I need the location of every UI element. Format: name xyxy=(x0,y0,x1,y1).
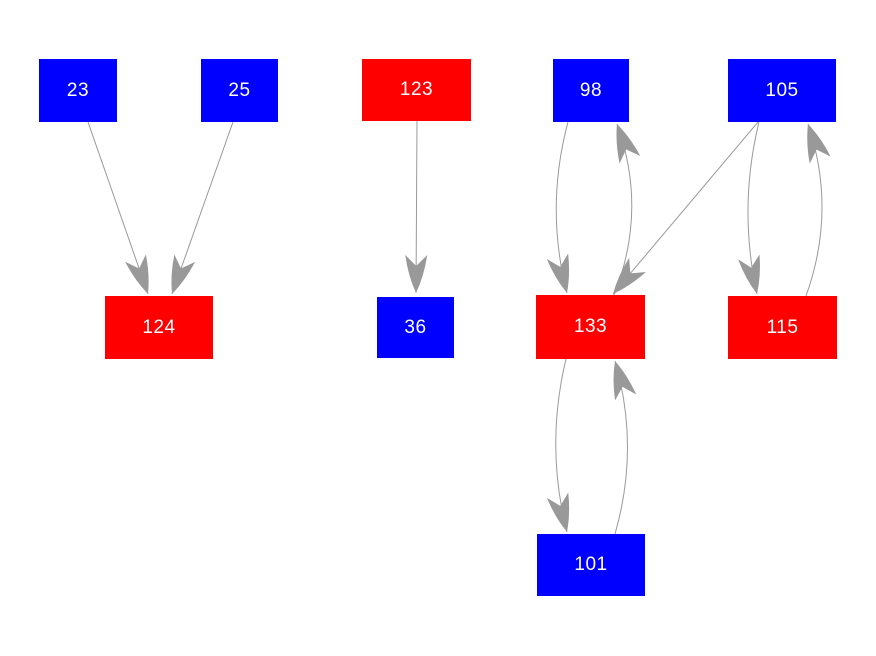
node-label: 23 xyxy=(66,79,90,101)
node-23: 23 xyxy=(39,59,117,122)
node-101: 101 xyxy=(537,534,645,596)
node-label: 133 xyxy=(573,316,608,337)
node-label: 36 xyxy=(404,316,427,338)
node-label: 25 xyxy=(228,79,251,101)
arrowhead-icon xyxy=(546,253,570,293)
node-label: 105 xyxy=(765,79,799,101)
edge-23-to-124 xyxy=(87,121,149,295)
arrowhead-icon xyxy=(616,124,641,164)
arrowhead-icon xyxy=(125,254,149,294)
edge-105-to-133 xyxy=(612,121,759,295)
arrowhead-icon xyxy=(546,492,570,532)
edge-123-to-36 xyxy=(415,120,418,294)
node-label: 124 xyxy=(142,316,176,338)
node-123: 123 xyxy=(362,59,471,121)
arrowhead-icon xyxy=(807,124,831,164)
edge-25-to-124 xyxy=(171,121,234,295)
arrowhead-icon xyxy=(613,257,646,294)
node-133: 133 xyxy=(536,295,645,359)
node-label: 98 xyxy=(579,79,603,101)
arrowhead-icon xyxy=(405,254,428,293)
node-105: 105 xyxy=(728,59,836,122)
node-124: 124 xyxy=(105,296,213,359)
arrowhead-icon xyxy=(613,361,637,401)
node-label: 115 xyxy=(766,316,799,338)
node-98: 98 xyxy=(553,59,629,122)
node-label: 101 xyxy=(574,554,608,575)
arrowhead-icon xyxy=(738,254,760,294)
node-115: 115 xyxy=(728,296,837,359)
arrowhead-icon xyxy=(171,254,196,294)
node-25: 25 xyxy=(201,59,278,122)
node-label: 123 xyxy=(399,79,434,100)
node-36: 36 xyxy=(377,297,454,358)
